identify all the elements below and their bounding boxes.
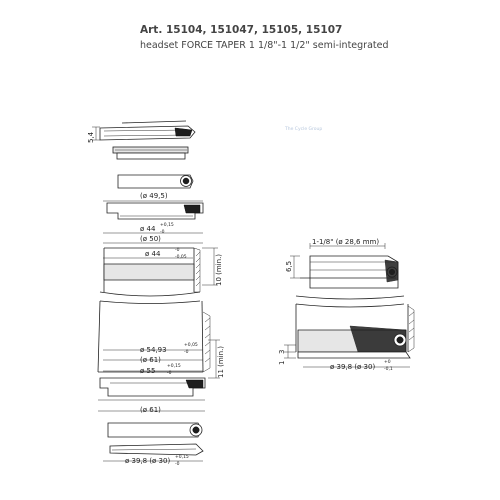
cup-dia-44-label: ø 44	[140, 225, 156, 233]
lower-cup	[99, 377, 206, 397]
cup-dia-495-label: (ø 49,5)	[140, 192, 168, 200]
head-tube-upper	[103, 247, 201, 293]
assembly-crown-race-tol-lower: -0,1	[384, 366, 393, 372]
lower-bearing	[107, 422, 203, 438]
upper-bearing	[117, 174, 194, 189]
crown-race	[109, 443, 204, 456]
cup-dia-61-a-label: (ø 61)	[140, 356, 161, 364]
cup-dia-55-tol-lower: -0	[167, 370, 172, 376]
cup-dia-50-label: (ø 50)	[140, 235, 161, 243]
upper-cup	[106, 202, 204, 220]
crown-race-tol-upper: +0,15	[175, 454, 189, 460]
compression-ring	[112, 146, 189, 160]
exploded-view: 5,4 (ø 49,5) ø 44	[87, 120, 225, 467]
cup-dia-61-b-label: (ø 61)	[140, 406, 161, 414]
crown-race-label: ø 39,8 (ø 30)	[125, 457, 170, 465]
top-cap-height-label: 5,4	[87, 131, 95, 143]
brand-watermark: The Cycle Group	[285, 127, 323, 132]
product-description: headset FORCE TAPER 1 1/8"-1 1/2" semi-i…	[140, 40, 389, 51]
cup-dia-55-label: ø 55	[140, 367, 155, 375]
cup-dia-44-tol-lower: -0	[160, 229, 165, 235]
cup-dia-44-tol-upper: +0,15	[160, 222, 174, 228]
min-depth-top-label: 10 (min.)	[215, 254, 223, 286]
cup-dia-5493-tol-upper: +0,05	[184, 342, 198, 348]
stack-top-label: 6,5	[285, 261, 293, 272]
cup-dia-5493-label: ø 54,93	[140, 346, 167, 354]
min-depth-bottom-label: 11 (min.)	[217, 346, 225, 378]
stack-bottom-3-label: 3	[278, 350, 286, 354]
head-tube-body	[97, 291, 211, 373]
tube-dia-44-label: ø 44	[145, 250, 161, 258]
steerer-dia-label: 1-1/8" (ø 28,6 mm)	[312, 238, 379, 246]
article-numbers: Art. 15104, 151047, 15105, 15107	[140, 24, 343, 36]
crown-race-tol-lower: -0	[175, 461, 180, 467]
assembly-crown-race-tol-upper: +0	[384, 359, 391, 365]
top-cap	[92, 120, 196, 141]
tube-dia-44-tol-upper: -0	[175, 247, 180, 253]
assembled-view: 1-1/8" (ø 28,6 mm) 6,5	[278, 238, 415, 372]
assembled-top	[290, 255, 399, 289]
assembly-crown-race-label: ø 39,8 (ø 30)	[330, 363, 375, 371]
cup-dia-55-tol-upper: +0,15	[167, 363, 181, 369]
assembled-head-tube	[295, 295, 415, 359]
stack-bottom-1-label: 1	[278, 361, 286, 365]
cup-dia-5493-tol-lower: -0	[184, 349, 189, 355]
tube-dia-44-tol-lower: -0,05	[175, 254, 187, 260]
